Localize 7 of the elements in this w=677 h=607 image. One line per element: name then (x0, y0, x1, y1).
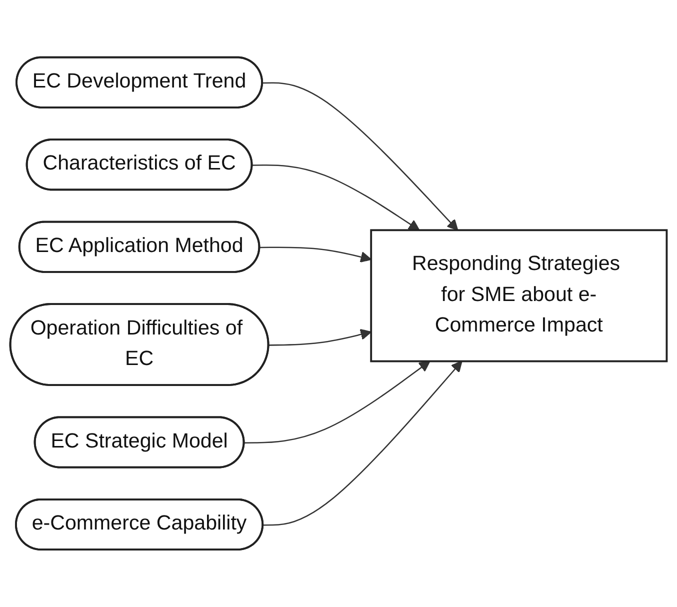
arrow (252, 164, 420, 231)
arrow (262, 82, 458, 231)
arrow (263, 360, 462, 526)
arrow (268, 328, 372, 346)
arrow (244, 360, 430, 444)
arrow (260, 246, 372, 263)
node-box: Responding Strategies for SME about e-Commerce Impact (370, 229, 668, 362)
